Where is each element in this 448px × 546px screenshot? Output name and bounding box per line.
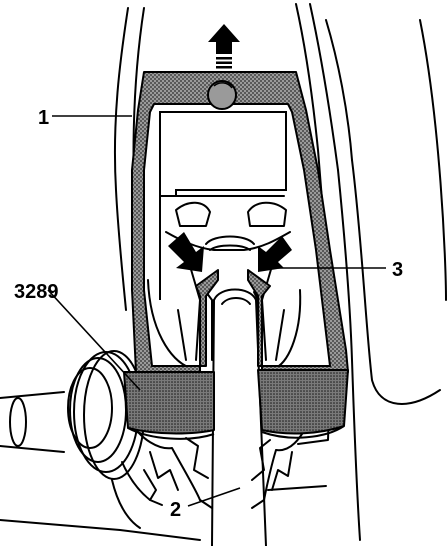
strut-tower-outline [113, 3, 447, 541]
leader-line-3289 [47, 289, 141, 391]
up-arrow-icon [208, 24, 240, 69]
leader-line-2 [187, 487, 241, 507]
callout-1: 1 [38, 107, 49, 129]
force-arrow-icon [168, 232, 292, 272]
hub-assembly [129, 379, 331, 509]
tool-frame [131, 71, 349, 373]
callout-3: 3 [392, 259, 403, 281]
callout-3289: 3289 [14, 281, 59, 303]
callout-2: 2 [170, 499, 181, 521]
mount-detail [165, 195, 291, 361]
tool-feet [123, 369, 349, 440]
